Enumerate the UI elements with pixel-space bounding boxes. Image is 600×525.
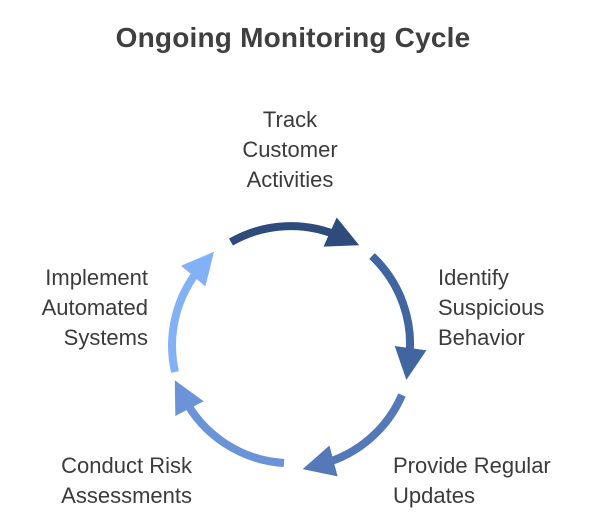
step-label-implement-automated-systems: Implement Automated Systems	[0, 263, 148, 353]
step-label-conduct-risk-assessments: Conduct Risk Assessments	[20, 451, 192, 511]
step-label-line: Systems	[63, 325, 148, 350]
cycle-arrow-implement	[168, 251, 214, 373]
step-label-identify-suspicious-behavior: Identify Suspicious Behavior	[438, 263, 544, 353]
cycle-arrow-provide	[302, 393, 406, 477]
step-label-line: Track	[262, 107, 318, 132]
cycle-arrow-identify	[369, 253, 427, 380]
step-label-line: Implement	[45, 265, 148, 290]
cycle-arrow-conduct	[174, 380, 285, 467]
step-label-line: Automated	[41, 295, 148, 320]
step-label-track-customer-activities: Track Customer Activities	[190, 105, 390, 195]
step-label-line: Assessments	[61, 483, 192, 508]
step-label-line: Customer	[242, 137, 338, 162]
step-label-line: Provide Regular	[393, 453, 551, 478]
step-label-line: Identify	[438, 265, 509, 290]
step-label-line: Suspicious	[438, 295, 545, 320]
step-label-line: Behavior	[438, 325, 525, 350]
cycle-arrow-track	[229, 217, 360, 247]
step-label-line: Conduct Risk	[61, 453, 192, 478]
step-label-line: Activities	[246, 167, 334, 192]
diagram-title: Ongoing Monitoring Cycle	[115, 22, 471, 53]
step-label-provide-regular-updates: Provide Regular Updates	[393, 451, 551, 511]
step-label-line: Updates	[393, 483, 475, 508]
